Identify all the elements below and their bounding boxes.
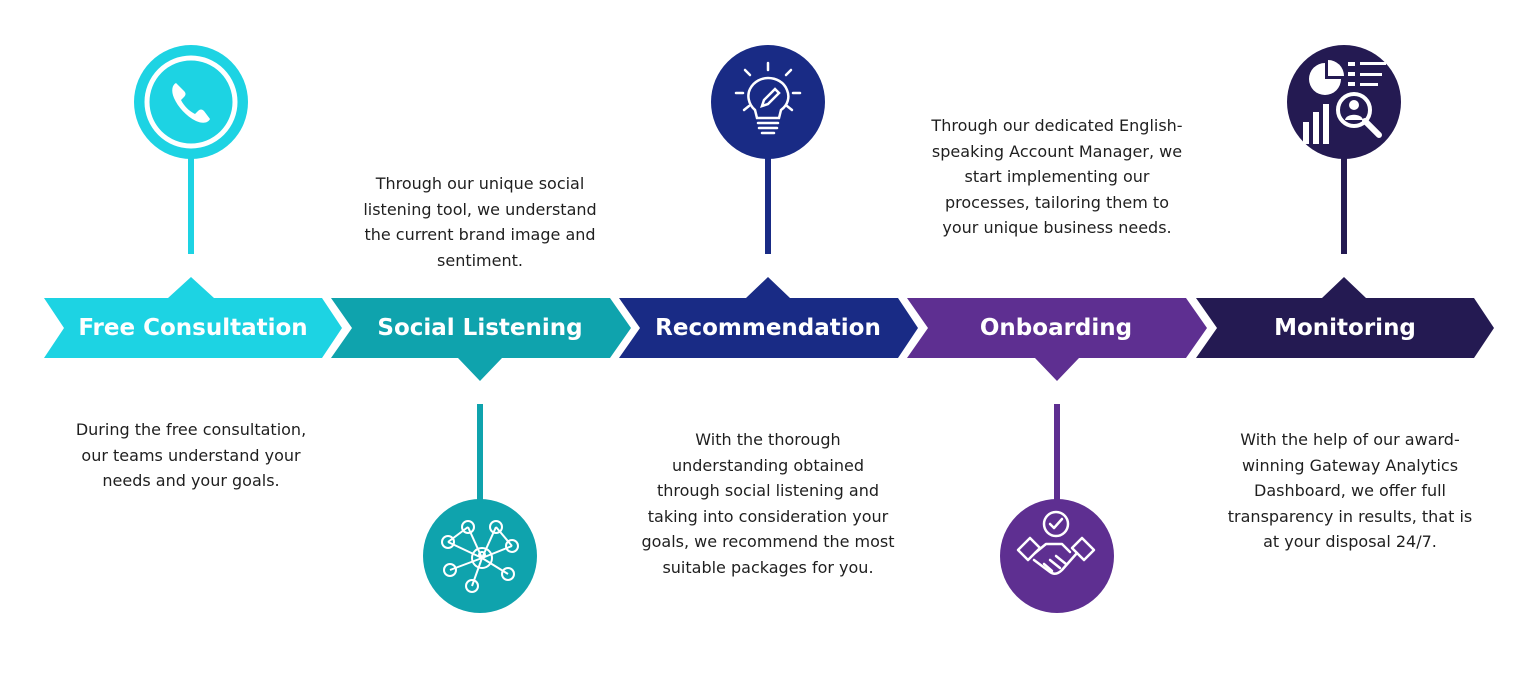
- description-line: speaking Account Manager, we: [931, 141, 1183, 161]
- step-free-consultation: [44, 45, 342, 358]
- icon-circle-recommendation: [711, 45, 825, 159]
- chevron-social-listening: [331, 298, 631, 381]
- description-line: taking into consideration your: [647, 506, 889, 526]
- lightbulb-pencil-icon: [734, 61, 802, 135]
- description-line: understanding obtained: [671, 455, 864, 475]
- description-line: Through our dedicated English-: [931, 116, 1183, 135]
- description-line: listening tool, we understand: [363, 199, 597, 219]
- phone-icon: [144, 55, 238, 149]
- step-title-social-listening: Social Listening: [377, 315, 583, 341]
- description-line: our teams understand your: [81, 445, 301, 465]
- step-title-free-consultation: Free Consultation: [78, 315, 308, 341]
- description-line: With the help of our award-: [1240, 430, 1460, 449]
- description-line: transparency in results, that is: [1227, 506, 1473, 526]
- description-line: at your disposal 24/7.: [1263, 532, 1437, 551]
- icon-circle-free-consultation: [134, 45, 248, 159]
- description-line: During the free consultation,: [75, 420, 307, 439]
- description-line: Dashboard, we offer full: [1254, 481, 1446, 500]
- step-description-free-consultation: During the free consultation, our teams …: [41, 417, 341, 494]
- description-line: the current brand image and: [364, 225, 596, 244]
- step-monitoring: [1196, 45, 1494, 358]
- step-description-onboarding: Through our dedicated English- speaking …: [907, 113, 1207, 241]
- description-line: suitable packages for you.: [662, 557, 874, 577]
- step-title-monitoring: Monitoring: [1274, 315, 1416, 341]
- chevron-onboarding: [907, 298, 1207, 381]
- step-description-recommendation: With the thorough understanding obtained…: [618, 427, 918, 580]
- description-line: goals, we recommend the most: [641, 532, 895, 551]
- chevron-recommendation: [619, 277, 918, 358]
- description-line: With the thorough: [695, 430, 841, 449]
- step-onboarding: [907, 298, 1207, 613]
- description-line: through social listening and: [656, 481, 880, 500]
- step-social-listening: [331, 298, 631, 613]
- chevron-monitoring: [1196, 277, 1494, 358]
- step-title-recommendation: Recommendation: [655, 315, 881, 341]
- description-line: your unique business needs.: [942, 218, 1172, 237]
- handshake-icon: [1016, 510, 1096, 575]
- description-line: needs and your goals.: [102, 471, 280, 490]
- step-description-monitoring: With the help of our award- winning Gate…: [1200, 427, 1500, 555]
- network-users-icon: [441, 520, 519, 593]
- chevron-free-consultation: [44, 277, 342, 358]
- description-line: winning Gateway Analytics: [1241, 455, 1459, 475]
- step-title-onboarding: Onboarding: [979, 315, 1133, 341]
- description-line: start implementing our: [964, 167, 1150, 186]
- step-description-social-listening: Through our unique social listening tool…: [330, 171, 630, 273]
- description-line: processes, tailoring them to: [945, 192, 1169, 212]
- description-line: Through our unique social: [375, 174, 585, 193]
- description-line: sentiment.: [437, 250, 523, 270]
- step-recommendation: [619, 45, 918, 358]
- analytics-dashboard-icon: [1303, 60, 1386, 144]
